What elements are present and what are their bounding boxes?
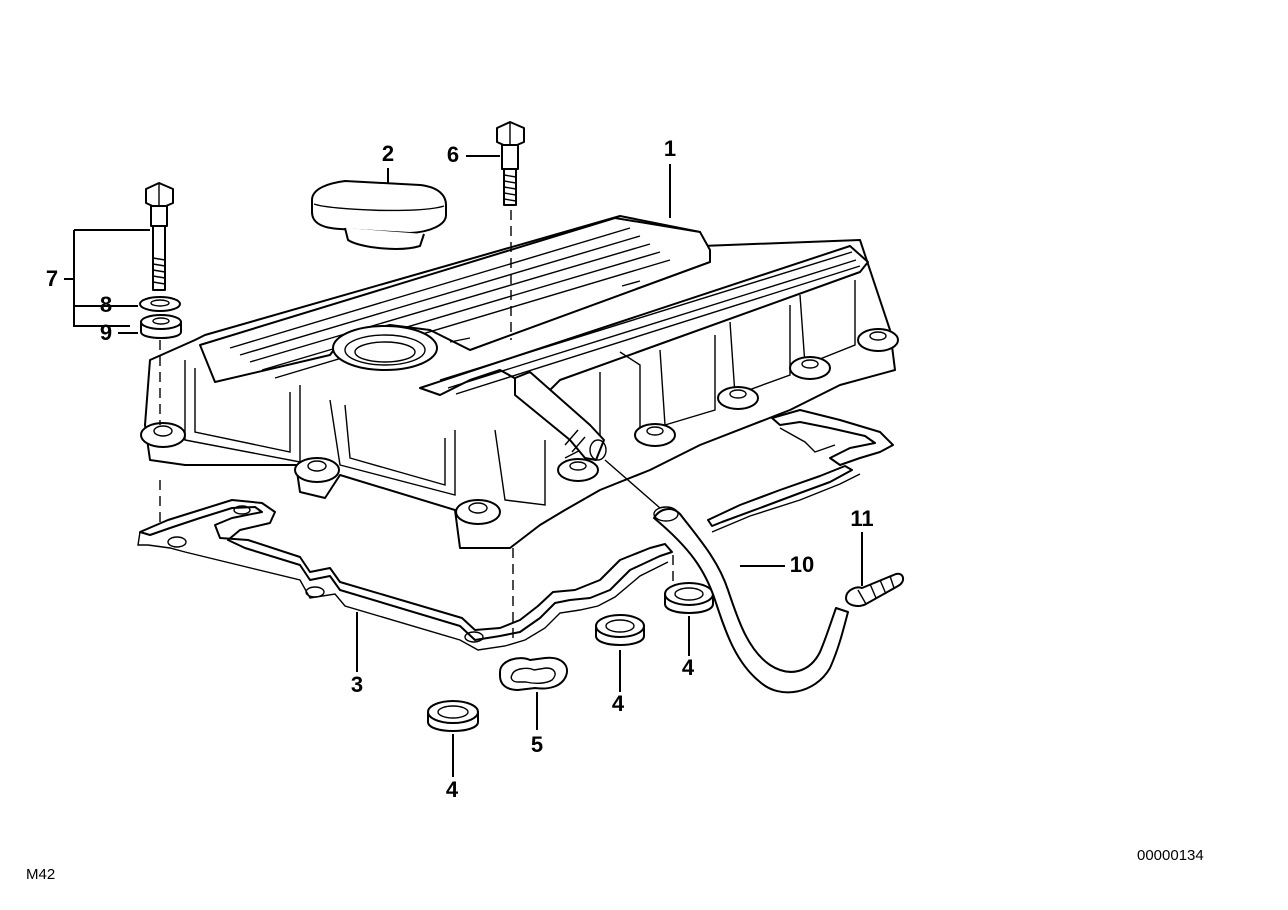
part-8-washer bbox=[139, 296, 181, 312]
part-4-grommet-middle bbox=[595, 614, 645, 646]
part-6-bolt bbox=[496, 121, 525, 206]
part-7-bolt-set bbox=[145, 182, 174, 291]
part-1-cylinder-head-cover bbox=[140, 215, 899, 549]
callout-10: 10 bbox=[790, 552, 814, 577]
leader-lines bbox=[64, 155, 863, 777]
callout-8: 8 bbox=[100, 292, 112, 317]
part-2-oil-filler-cap bbox=[311, 180, 447, 250]
part-4-grommet-right bbox=[664, 582, 714, 614]
part-3-gasket-right-section bbox=[707, 409, 894, 533]
part-3-cover-gasket bbox=[137, 499, 673, 651]
callout-11: 11 bbox=[850, 506, 873, 531]
callout-3: 3 bbox=[351, 672, 363, 697]
callout-4-middle: 4 bbox=[612, 691, 625, 716]
diagram-number-label: 00000134 bbox=[1137, 847, 1204, 864]
callout-4-lower: 4 bbox=[446, 777, 459, 802]
callout-labels: 1 2 3 4 4 4 5 6 7 8 9 10 11 bbox=[46, 136, 874, 802]
callout-4-right: 4 bbox=[682, 655, 695, 680]
callout-7: 7 bbox=[46, 266, 58, 291]
model-code-label: M42 bbox=[26, 866, 56, 883]
callout-2: 2 bbox=[382, 141, 394, 166]
part-11-hose-connector bbox=[845, 572, 904, 607]
part-5-seal bbox=[499, 656, 568, 691]
callout-1: 1 bbox=[664, 136, 676, 161]
part-10-breather-hose bbox=[653, 506, 849, 694]
callout-6: 6 bbox=[447, 142, 459, 167]
callout-5: 5 bbox=[531, 732, 543, 757]
part-9-rubber-bushing bbox=[140, 314, 182, 339]
callout-9: 9 bbox=[100, 320, 112, 345]
part-4-grommet-lower bbox=[427, 700, 479, 732]
